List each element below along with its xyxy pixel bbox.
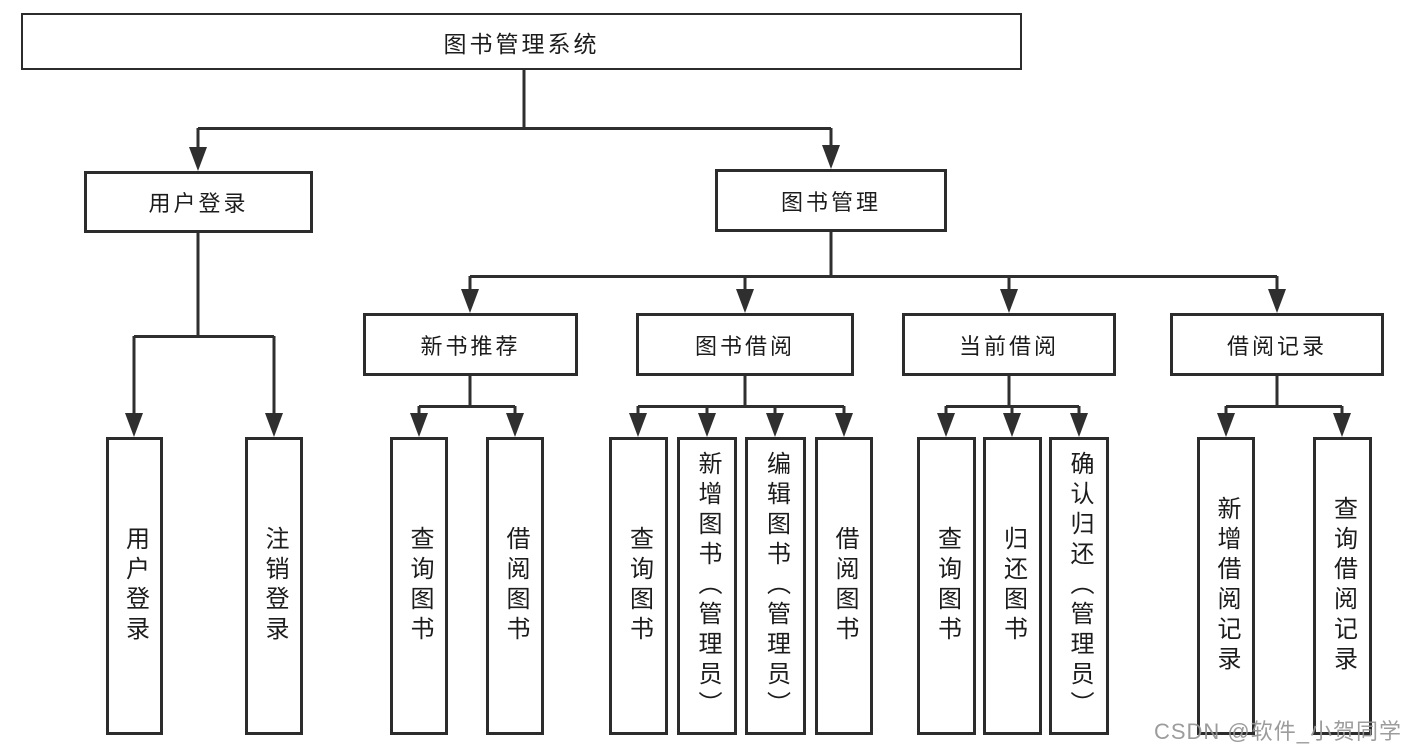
leaf-br-query-record: 查询借阅记录 bbox=[1313, 437, 1372, 735]
leaf-br-query-record-label: 查询借阅记录 bbox=[1329, 496, 1357, 676]
leaf-logout: 注销登录 bbox=[245, 437, 303, 735]
node-book-management-label: 图书管理 bbox=[780, 189, 881, 215]
leaf-rec-query-book: 查询图书 bbox=[390, 437, 448, 735]
node-new-book-recommend: 新书推荐 bbox=[363, 313, 578, 376]
node-current-borrow: 当前借阅 bbox=[902, 313, 1116, 376]
node-root: 图书管理系统 bbox=[21, 13, 1022, 70]
leaf-bb-add-book-admin-label: 新增图书（管理员） bbox=[694, 451, 721, 721]
leaf-bb-add-book-admin: 新增图书（管理员） bbox=[677, 437, 737, 735]
leaf-cb-query-book-label: 查询图书 bbox=[933, 526, 961, 646]
leaf-logout-label: 注销登录 bbox=[261, 526, 288, 646]
leaf-rec-borrow-book-label: 借阅图书 bbox=[502, 526, 529, 646]
node-book-management: 图书管理 bbox=[715, 169, 947, 232]
leaf-cb-query-book: 查询图书 bbox=[917, 437, 976, 735]
leaf-bb-query-book-label: 查询图书 bbox=[625, 526, 653, 646]
leaf-bb-borrow-book-label: 借阅图书 bbox=[831, 526, 858, 646]
leaf-bb-query-book: 查询图书 bbox=[609, 437, 668, 735]
leaf-br-add-record: 新增借阅记录 bbox=[1197, 437, 1255, 735]
leaf-br-add-record-label: 新增借阅记录 bbox=[1213, 496, 1240, 676]
leaf-user-login: 用户登录 bbox=[106, 437, 163, 735]
node-user-login-label: 用户登录 bbox=[148, 191, 249, 216]
node-book-borrow-label: 图书借阅 bbox=[694, 333, 795, 359]
leaf-user-login-label: 用户登录 bbox=[121, 526, 149, 646]
node-current-borrow-label: 当前借阅 bbox=[958, 333, 1059, 359]
leaf-cb-return-book-label: 归还图书 bbox=[999, 526, 1027, 646]
csdn-watermark: CSDN @软件_小贺同学 bbox=[1153, 719, 1402, 744]
leaf-bb-edit-book-admin-label: 编辑图书（管理员） bbox=[762, 451, 790, 721]
leaf-cb-return-book: 归还图书 bbox=[983, 437, 1042, 735]
leaf-rec-query-book-label: 查询图书 bbox=[406, 526, 433, 646]
node-new-book-recommend-label: 新书推荐 bbox=[420, 333, 521, 359]
leaf-bb-edit-book-admin: 编辑图书（管理员） bbox=[745, 437, 806, 735]
node-book-borrow: 图书借阅 bbox=[636, 313, 854, 376]
node-user-login: 用户登录 bbox=[84, 171, 313, 233]
node-borrow-records-label: 借阅记录 bbox=[1226, 333, 1327, 359]
leaf-rec-borrow-book: 借阅图书 bbox=[486, 437, 544, 735]
node-borrow-records: 借阅记录 bbox=[1170, 313, 1384, 376]
leaf-cb-confirm-return-admin-label: 确认归还（管理员） bbox=[1066, 451, 1093, 721]
node-root-label: 图书管理系统 bbox=[443, 30, 600, 57]
leaf-bb-borrow-book: 借阅图书 bbox=[815, 437, 873, 735]
leaf-cb-confirm-return-admin: 确认归还（管理员） bbox=[1049, 437, 1109, 735]
